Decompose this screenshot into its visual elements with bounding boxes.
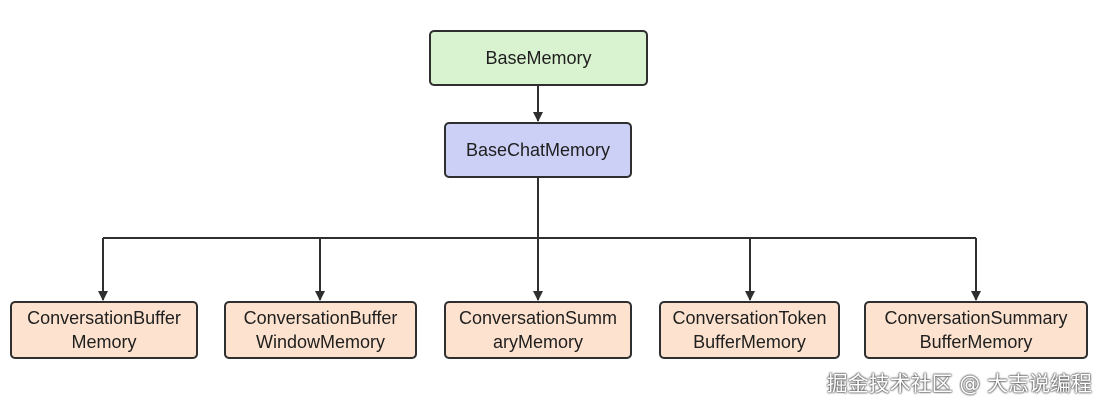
node-base-chat-memory: BaseChatMemory bbox=[444, 122, 632, 178]
node-conversation-buffer-window-memory: ConversationBuffer WindowMemory bbox=[224, 301, 417, 359]
watermark: 掘金技术社区 @ 大志说编程 bbox=[826, 372, 1092, 396]
node-base-memory: BaseMemory bbox=[429, 30, 648, 86]
node-conversation-summary-buffer-memory: ConversationSummary BufferMemory bbox=[864, 301, 1088, 359]
node-conversation-token-buffer-memory: ConversationToken BufferMemory bbox=[659, 301, 840, 359]
node-conversation-summary-memory: ConversationSumm aryMemory bbox=[444, 301, 632, 359]
node-conversation-buffer-memory: ConversationBuffer Memory bbox=[10, 301, 198, 359]
